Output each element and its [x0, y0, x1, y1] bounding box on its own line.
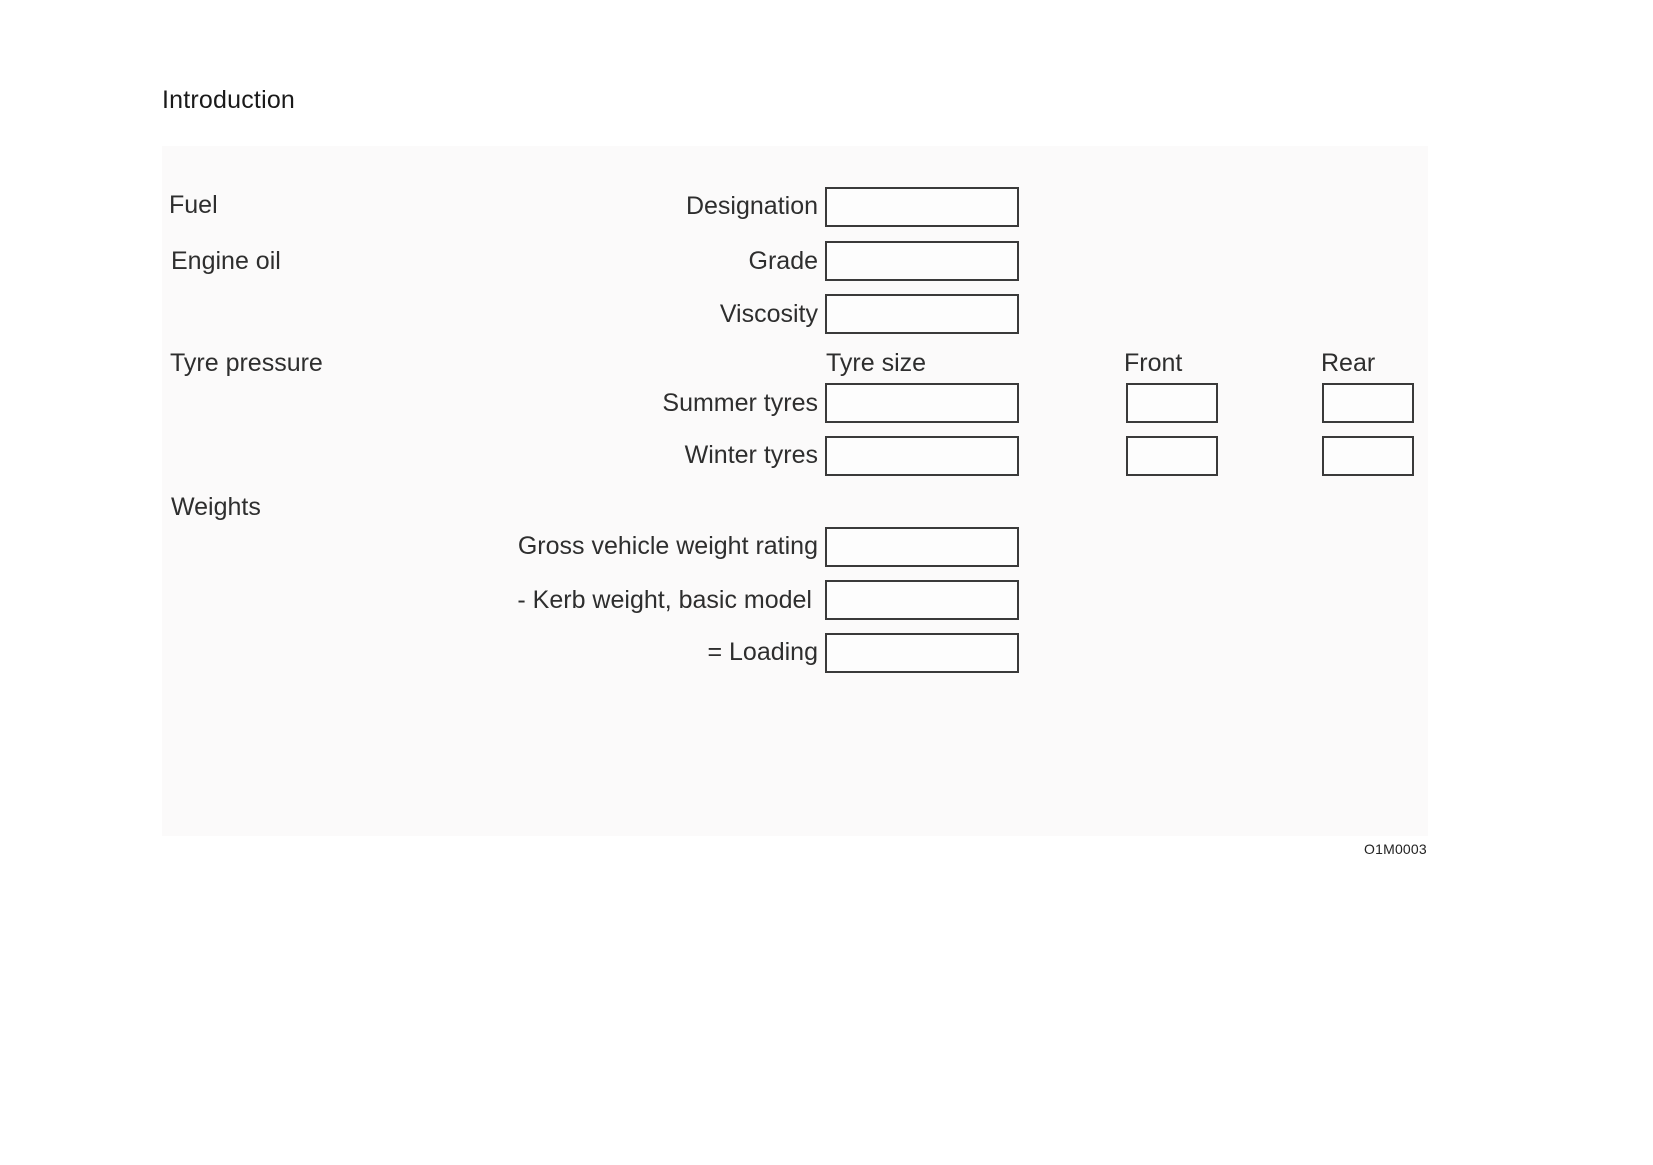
figure-code: O1M0003: [1364, 841, 1427, 857]
designation-label: Designation: [685, 192, 818, 220]
grade-field[interactable]: [825, 241, 1019, 281]
winter-tyre-size-field[interactable]: [825, 436, 1019, 476]
section-label-tyre-pressure: Tyre pressure: [170, 349, 323, 377]
column-header-rear: Rear: [1321, 349, 1376, 377]
loading-label: = Loading: [707, 638, 818, 666]
gross-vehicle-weight-label: Gross vehicle weight rating: [517, 532, 818, 560]
designation-field[interactable]: [825, 187, 1019, 227]
summer-tyre-size-field[interactable]: [825, 383, 1019, 423]
winter-tyres-label: Winter tyres: [684, 441, 818, 469]
viscosity-field[interactable]: [825, 294, 1019, 334]
summer-rear-pressure-field[interactable]: [1322, 383, 1414, 423]
column-header-front: Front: [1124, 349, 1183, 377]
gross-vehicle-weight-field[interactable]: [825, 527, 1019, 567]
winter-rear-pressure-field[interactable]: [1322, 436, 1414, 476]
winter-front-pressure-field[interactable]: [1126, 436, 1218, 476]
viscosity-label: Viscosity: [719, 300, 818, 328]
page-title: Introduction: [162, 86, 296, 114]
kerb-weight-label: - Kerb weight, basic model: [517, 586, 812, 614]
summer-front-pressure-field[interactable]: [1126, 383, 1218, 423]
loading-field[interactable]: [825, 633, 1019, 673]
specification-form-panel: [162, 146, 1428, 836]
summer-tyres-label: Summer tyres: [662, 389, 818, 417]
kerb-weight-field[interactable]: [825, 580, 1019, 620]
section-label-weights: Weights: [171, 493, 261, 521]
section-label-engine-oil: Engine oil: [171, 247, 281, 275]
grade-label: Grade: [748, 247, 818, 275]
column-header-tyre-size: Tyre size: [826, 349, 927, 377]
section-label-fuel: Fuel: [169, 191, 218, 219]
